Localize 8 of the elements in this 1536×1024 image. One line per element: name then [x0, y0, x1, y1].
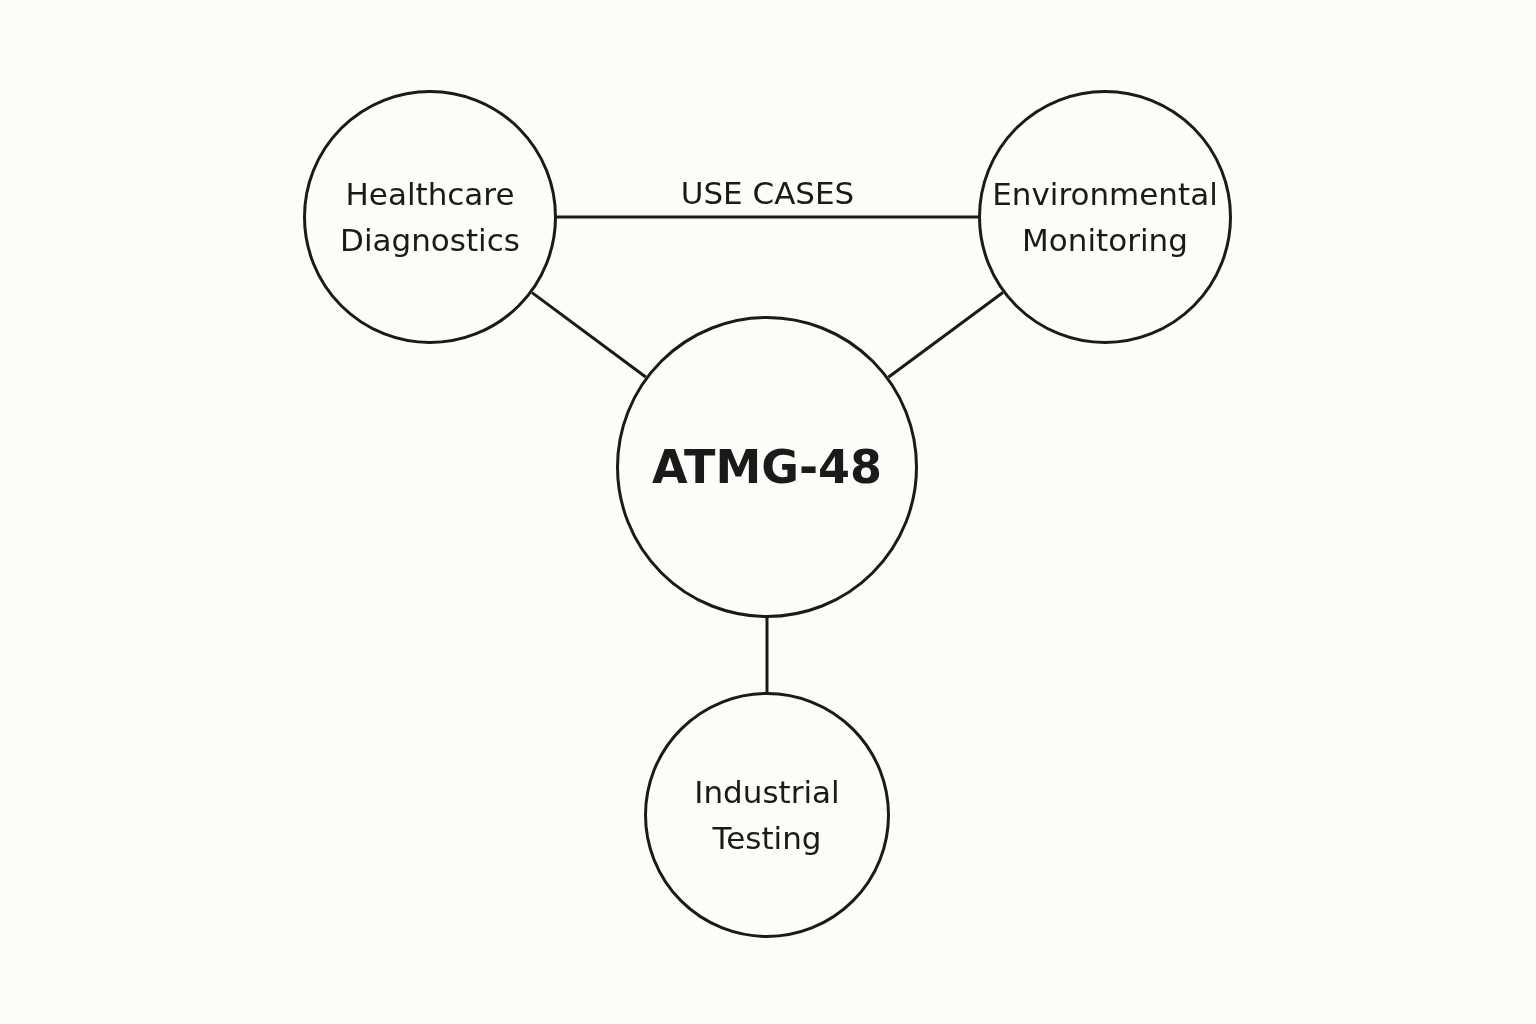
node-label: ATMG-48 [651, 438, 882, 496]
node-label: Healthcare Diagnostics [339, 174, 521, 260]
connector-line [887, 291, 1004, 379]
connector-line [557, 215, 978, 219]
connector-line [531, 291, 647, 379]
node-label: Industrial Testing [693, 772, 841, 858]
node-label: Environmental Monitoring [991, 174, 1219, 260]
connector-line [765, 618, 769, 692]
